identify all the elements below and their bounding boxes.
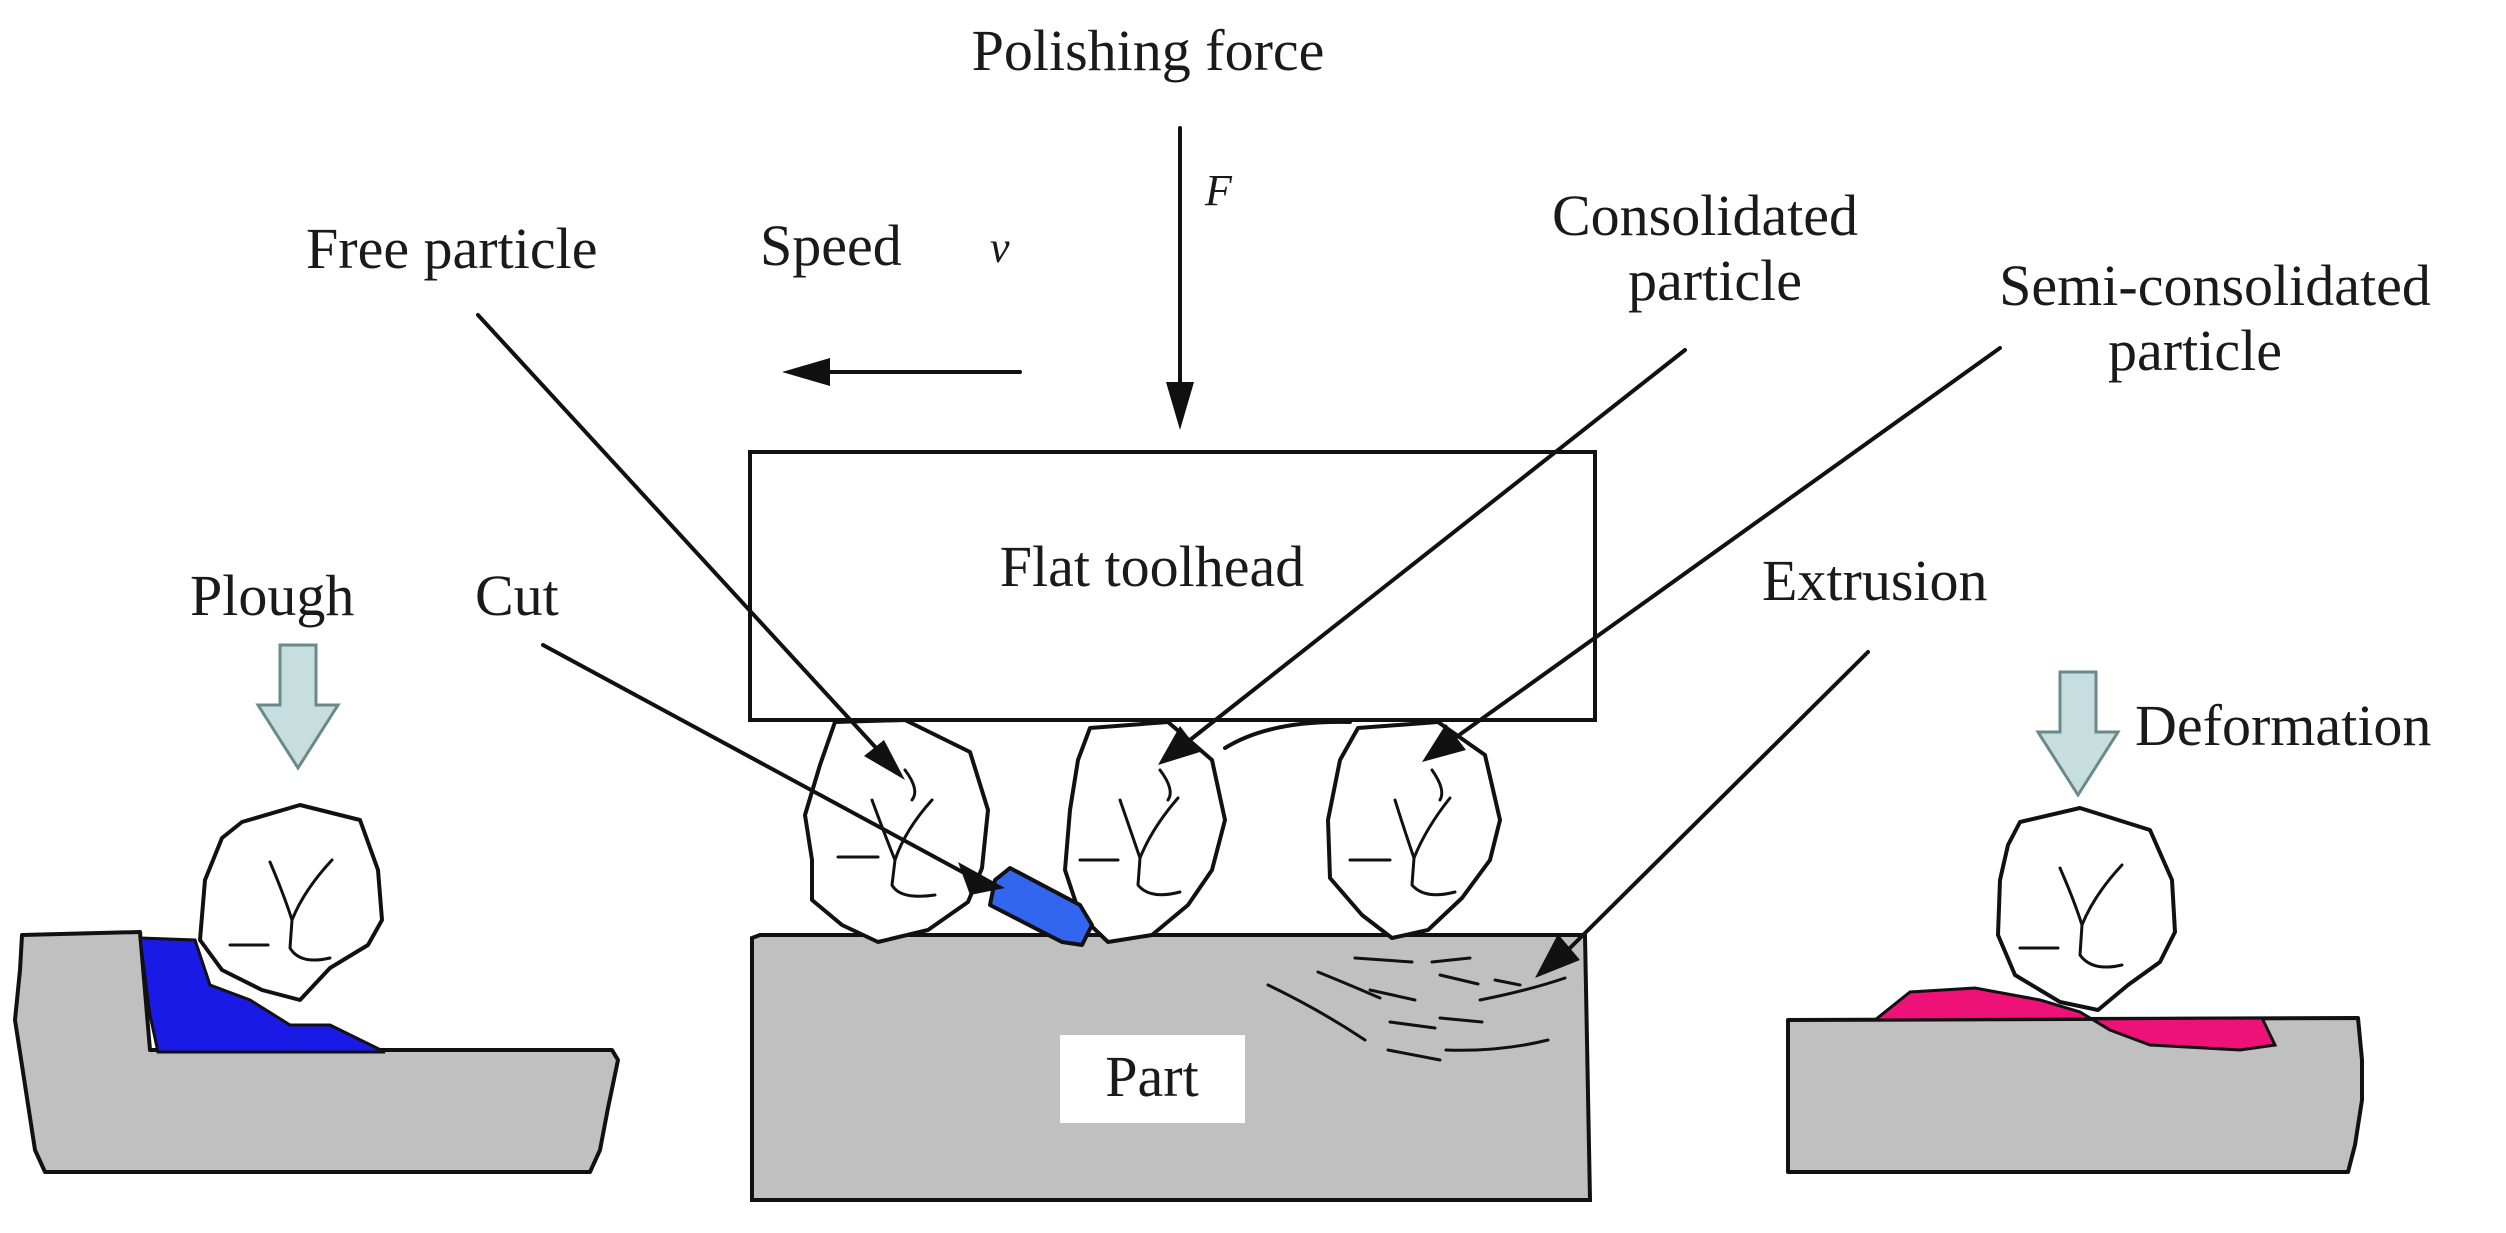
plough-hollow-arrow	[255, 643, 341, 771]
deformation-pileup	[1870, 986, 2278, 1052]
plough-particle	[198, 803, 384, 1002]
free-particle	[803, 718, 990, 944]
part-label: Part	[1105, 1044, 1198, 1109]
flat-toolhead-label: Flat toolhead	[1000, 534, 1304, 599]
cut-label: Cut	[475, 563, 559, 628]
extrusion-flow-lines	[1266, 956, 1567, 1062]
deformation-label: Deformation	[2135, 693, 2431, 758]
cut-chip	[988, 866, 1094, 947]
speed-arrow	[782, 358, 1022, 386]
semi-consolidated-particle-leader	[1422, 346, 2002, 762]
force-symbol: F	[1204, 166, 1233, 215]
extrusion-label: Extrusion	[1762, 548, 1988, 613]
deformation-hollow-arrow	[2035, 670, 2121, 798]
plough-label: Plough	[190, 563, 354, 628]
speed-symbol: v	[990, 223, 1010, 272]
semi-consolidated-particle	[1326, 720, 1502, 940]
consolidated-particle-label-line1: Consolidated	[1552, 183, 1858, 248]
polishing-force-label: Polishing force	[972, 18, 1325, 83]
flat-toolhead	[748, 450, 1597, 722]
free-particle-leader	[476, 313, 905, 780]
semi-consolidated-binder-link	[1223, 719, 1352, 750]
speed-label: Speed	[760, 213, 902, 278]
consolidated-particle-leader	[1158, 348, 1687, 765]
semi-consolidated-particle-label-line2: particle	[2108, 318, 2282, 383]
consolidated-particle	[1063, 720, 1227, 944]
consolidated-particle-label-line2: particle	[1628, 248, 1802, 313]
semi-consolidated-particle-label-line1: Semi-consolidated	[1999, 253, 2431, 318]
free-particle-label: Free particle	[306, 216, 597, 281]
part-label-box	[1060, 1035, 1245, 1123]
plough-groove	[138, 936, 386, 1054]
deformation-workpiece	[1786, 1016, 2364, 1174]
force-arrow	[1166, 126, 1194, 430]
cut-leader	[541, 643, 1005, 895]
deformation-particle	[1996, 806, 2177, 1012]
extrusion-leader	[1535, 650, 1870, 978]
